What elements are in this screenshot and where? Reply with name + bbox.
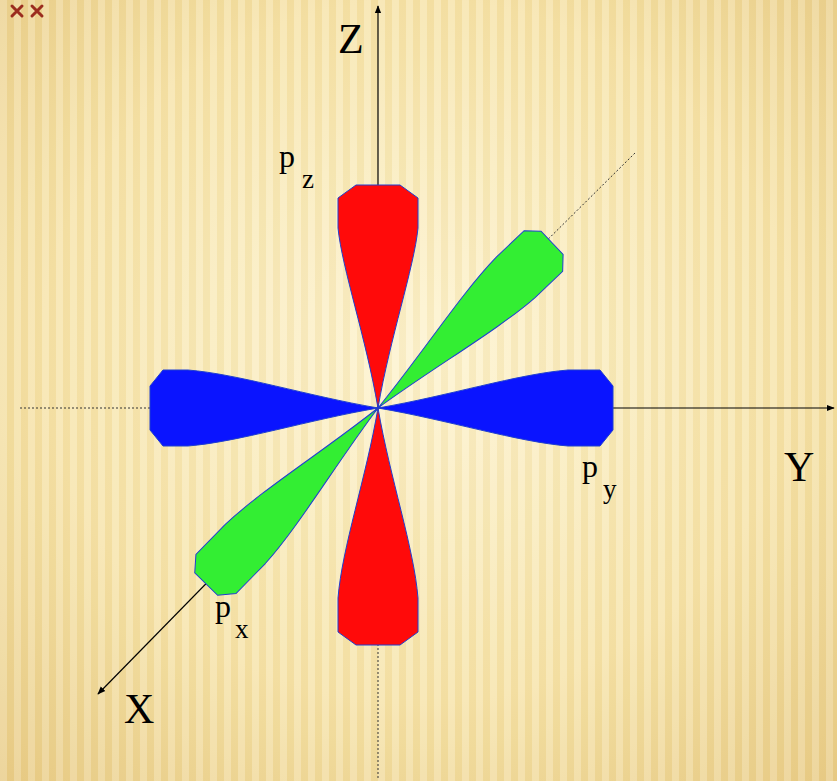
orbital-lobes [150,185,613,645]
axis-label: Z [338,18,364,60]
py-lobe [378,370,613,446]
axis-label: Y [784,446,814,488]
py-lobe [150,370,378,446]
orbital-label: p [582,450,598,482]
template-crosses [12,6,42,16]
pz-lobe [338,408,418,645]
axis-label: X [124,688,154,730]
axis-dotted [20,152,636,778]
orbital-label: p [279,140,295,172]
orbital-subscript: x [235,616,249,643]
pz-lobe [338,185,418,408]
orbital-subscript: y [603,476,617,503]
orbital-subscript: z [302,166,314,193]
orbital-label: p [215,590,231,622]
axis-solid [98,6,834,694]
